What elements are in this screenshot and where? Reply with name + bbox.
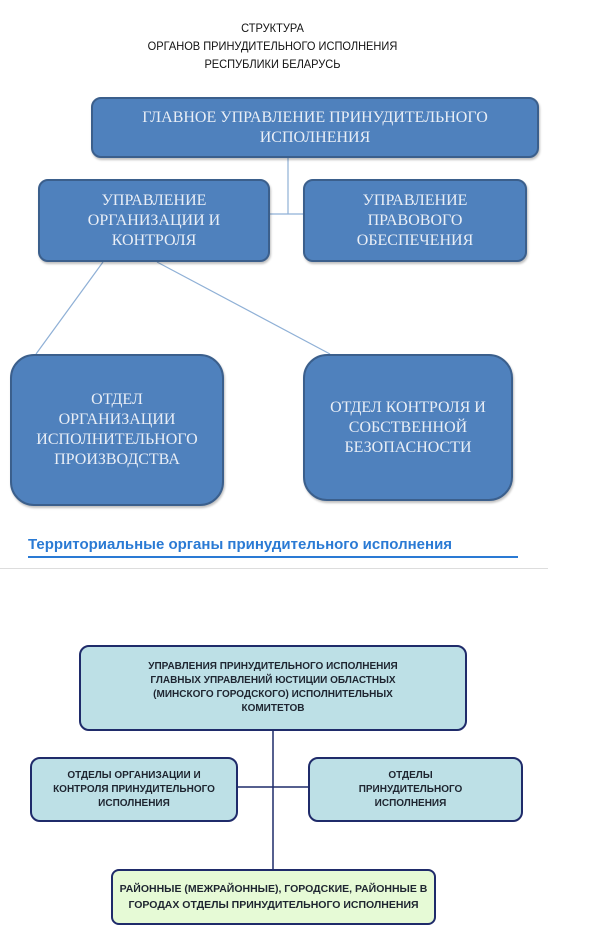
box-regional-exec: ОТДЕЛЫ ПРИНУДИТЕЛЬНОГО ИСПОЛНЕНИЯ [308,757,523,822]
title-line-1: СТРУКТУРА [241,21,304,35]
box-district-depts: РАЙОННЫЕ (МЕЖРАЙОННЫЕ), ГОРОДСКИЕ, РАЙОН… [111,869,436,925]
box-dept-exec: ОТДЕЛ ОРГАНИЗАЦИИ ИСПОЛНИТЕЛЬНОГО ПРОИЗВ… [10,354,224,506]
box-org-control: УПРАВЛЕНИЕ ОРГАНИЗАЦИИ И КОНТРОЛЯ [38,179,270,262]
title-line-3: РЕСПУБЛИКИ БЕЛАРУСЬ [204,57,341,71]
box-legal: УПРАВЛЕНИЕ ПРАВОВОГО ОБЕСПЕЧЕНИЯ [303,179,527,262]
connector-right [156,261,331,355]
box-regional-directorates: УПРАВЛЕНИЯ ПРИНУДИТЕЛЬНОГО ИСПОЛНЕНИЯ ГЛ… [79,645,467,731]
divider [0,568,548,569]
territorial-heading-link[interactable]: Территориальные органы принудительного и… [28,536,518,558]
box-regional-org-control: ОТДЕЛЫ ОРГАНИЗАЦИИ И КОНТРОЛЯ ПРИНУДИТЕЛ… [30,757,238,822]
box-main-directorate: ГЛАВНОЕ УПРАВЛЕНИЕ ПРИНУДИТЕЛЬНОГО ИСПОЛ… [91,97,539,158]
connector-left [35,261,104,355]
box-dept-control: ОТДЕЛ КОНТРОЛЯ И СОБСТВЕННОЙ БЕЗОПАСНОСТ… [303,354,513,501]
title-line-2: ОРГАНОВ ПРИНУДИТЕЛЬНОГО ИСПОЛНЕНИЯ [147,39,398,53]
